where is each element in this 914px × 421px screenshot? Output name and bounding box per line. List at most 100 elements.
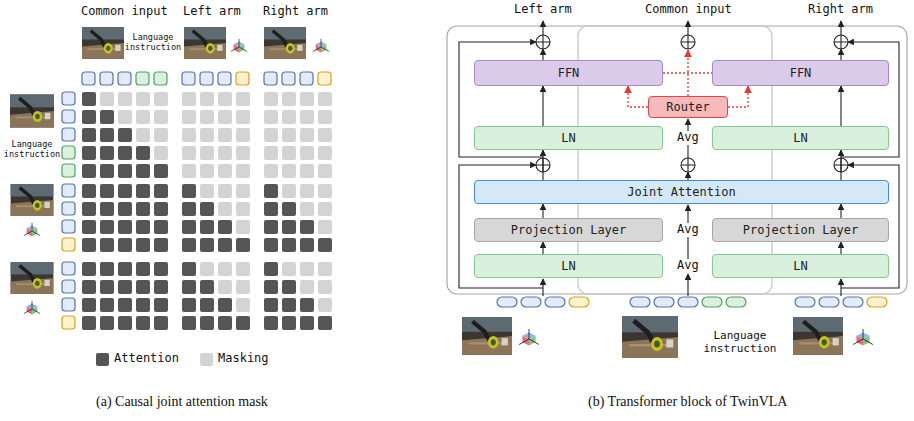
mask-cell bbox=[154, 164, 168, 178]
mask-cell bbox=[300, 202, 314, 216]
mask-cell bbox=[264, 164, 278, 178]
token-square bbox=[182, 72, 195, 85]
illustration-part bbox=[184, 27, 226, 59]
mask-cell bbox=[264, 238, 278, 252]
mask-cell bbox=[100, 128, 114, 142]
mask-cell bbox=[236, 128, 250, 142]
mask-cell bbox=[118, 146, 132, 160]
mask-cell bbox=[100, 184, 114, 198]
mask-cell bbox=[82, 202, 96, 216]
router-connector bbox=[628, 86, 648, 107]
node-text: LN bbox=[561, 259, 575, 273]
mask-cell bbox=[154, 110, 168, 124]
mask-cell bbox=[282, 298, 296, 312]
mask-cell bbox=[100, 298, 114, 312]
token-square bbox=[62, 220, 75, 233]
mask-cell bbox=[100, 220, 114, 234]
token-square bbox=[318, 72, 331, 85]
mask-cell bbox=[100, 316, 114, 330]
token-square bbox=[62, 110, 75, 123]
legend-text: Masking bbox=[218, 352, 269, 366]
mask-cell bbox=[218, 262, 232, 276]
mask-cell bbox=[118, 110, 132, 124]
mask-cell bbox=[82, 238, 96, 252]
text-label: Language instruction bbox=[124, 33, 182, 53]
node-text: Router bbox=[666, 100, 709, 114]
token-square bbox=[136, 72, 149, 85]
mask-cell bbox=[136, 128, 150, 142]
mask-cell bbox=[136, 146, 150, 160]
connector bbox=[542, 204, 543, 218]
mask-cell bbox=[218, 92, 232, 106]
illustration-part bbox=[834, 35, 848, 49]
mask-cell bbox=[136, 298, 150, 312]
thumbnails-b bbox=[462, 316, 873, 358]
mask-cell bbox=[118, 202, 132, 216]
mask-cell bbox=[300, 128, 314, 142]
text-label: Avg bbox=[675, 223, 701, 237]
mask-cell bbox=[118, 316, 132, 330]
mask-cell bbox=[264, 280, 278, 294]
mask-cell bbox=[182, 110, 196, 124]
mask-cell bbox=[136, 280, 150, 294]
token-square bbox=[282, 72, 295, 85]
wires bbox=[459, 21, 899, 296]
mask-cell bbox=[100, 238, 114, 252]
mask-cell bbox=[218, 128, 232, 142]
token-square bbox=[62, 164, 75, 177]
illustration-part bbox=[793, 317, 843, 355]
mask-cell bbox=[100, 262, 114, 276]
mask-cell bbox=[118, 92, 132, 106]
mask-cell bbox=[282, 280, 296, 294]
mask-cell bbox=[200, 92, 214, 106]
mask-cell bbox=[236, 262, 250, 276]
token-square bbox=[236, 72, 249, 85]
mask-cell bbox=[182, 164, 196, 178]
mask-cell bbox=[282, 164, 296, 178]
mask-cell bbox=[182, 146, 196, 160]
mask-cell bbox=[154, 92, 168, 106]
illustration-part bbox=[462, 317, 512, 355]
connector bbox=[542, 150, 543, 180]
connector bbox=[840, 242, 841, 254]
token-square bbox=[62, 146, 75, 159]
ffn-box: FFN bbox=[712, 60, 889, 86]
mask-cell bbox=[154, 238, 168, 252]
token-pill bbox=[521, 297, 541, 307]
node-text: Joint Attention bbox=[627, 185, 735, 199]
mask-cell bbox=[100, 146, 114, 160]
mask-cell bbox=[82, 184, 96, 198]
mask-cell bbox=[182, 202, 196, 216]
illustration-part bbox=[687, 119, 688, 131]
text-label: Left arm bbox=[514, 3, 572, 17]
illustration-part bbox=[10, 95, 54, 128]
mask-cell bbox=[82, 128, 96, 142]
mask-cell bbox=[82, 146, 96, 160]
mask-cell bbox=[218, 316, 232, 330]
mask-cell bbox=[282, 184, 296, 198]
mask-cell bbox=[236, 316, 250, 330]
mask-cell bbox=[82, 110, 96, 124]
mask-cell bbox=[136, 316, 150, 330]
illustration-part bbox=[536, 35, 550, 49]
mask-cell bbox=[154, 184, 168, 198]
legend-swatch bbox=[96, 353, 109, 366]
illustration-part bbox=[681, 35, 695, 49]
mask-cell bbox=[136, 110, 150, 124]
mask-cell bbox=[282, 262, 296, 276]
connector bbox=[840, 204, 841, 218]
input-tokens bbox=[497, 297, 887, 307]
mask-cell bbox=[154, 128, 168, 142]
mask-cell bbox=[136, 220, 150, 234]
mask-cell bbox=[82, 280, 96, 294]
illustration-part bbox=[663, 72, 712, 73]
mask-cell bbox=[318, 92, 332, 106]
residual-add bbox=[536, 35, 848, 172]
token-square bbox=[62, 92, 75, 105]
node-text: FFN bbox=[790, 66, 812, 80]
mask-cell bbox=[300, 164, 314, 178]
thumbnails-a bbox=[10, 27, 329, 314]
mask-cell bbox=[200, 110, 214, 124]
mask-cell bbox=[136, 262, 150, 276]
